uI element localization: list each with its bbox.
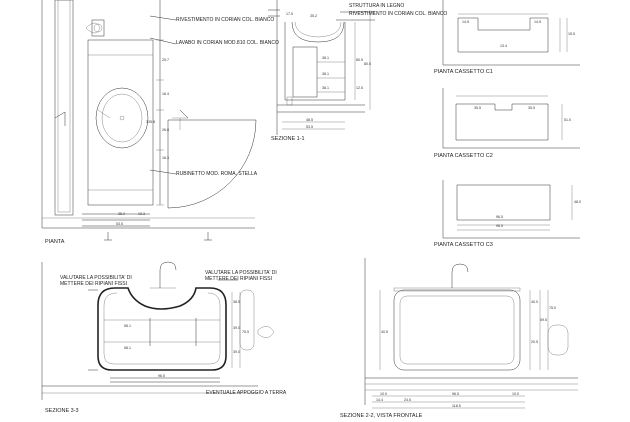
label-valutare-left-2: METTERE DEI RIPIANI FISSI	[60, 281, 127, 287]
dim-sez33-right-2: 39.0	[233, 326, 240, 330]
dim-pianta-right-4: 26.8	[162, 128, 169, 132]
title-sezione-3-3: SEZIONE 3-3	[45, 408, 79, 414]
dim-sez11-bottom-2: 53.5	[306, 125, 313, 129]
dim-pianta-right-2: 16.4	[162, 92, 169, 96]
dim-sez33-inner-3: 96.5	[158, 374, 165, 378]
dim-sez11-top-1: 17.5	[286, 12, 293, 16]
dim-sez11-bottom-1: 48.5	[306, 118, 313, 122]
sezione-2-2-view	[364, 258, 578, 409]
title-sezione-1-1: SEZIONE 1-1	[271, 136, 305, 142]
dim-sez11-inner-3: 38.1	[322, 86, 329, 90]
sezione-1-1-view	[268, 0, 375, 135]
dim-c2-1: 35.5	[474, 106, 481, 110]
dim-c1-4: 15.5	[568, 32, 575, 36]
dim-sez11-inner-2: 38.1	[322, 72, 329, 76]
dim-sez22-right-1: 40.0	[531, 300, 538, 304]
dim-sez11-inner-1: 38.1	[322, 56, 329, 60]
label-struttura: STRUTTURA IN LEGNO	[349, 3, 405, 9]
label-valutare-right-1: VALUTARE LA POSSIBILITA' DI	[205, 270, 277, 276]
pianta-cassetto-c3-view	[442, 180, 580, 239]
dim-pianta-bottom-3: 53.5	[116, 222, 123, 226]
dim-sez33-right-3: 39.0	[233, 350, 240, 354]
label-rivestimento-top: RIVESTIMENTO IN CORIAN COL. BIANCO	[176, 17, 275, 23]
pianta-view	[41, 0, 257, 241]
dim-sez11-right-1: 80.5	[356, 58, 363, 62]
dim-sez11-top-2: 35.2	[310, 14, 317, 18]
dim-c3-2: 96.5	[496, 224, 503, 228]
label-valutare-left-1: VALUTARE LA POSSIBILITA' DI	[60, 275, 132, 281]
dim-c2-3: 51.0	[564, 118, 571, 122]
dim-c2-2: 35.5	[528, 106, 535, 110]
dim-c1-3: 13.4	[500, 44, 507, 48]
title-pianta-cassetto-c1: PIANTA CASSETTO C1	[434, 69, 493, 75]
dim-sez22-bottom-6: 118.5	[452, 404, 461, 408]
dim-sez33-inner-2: 58.1	[124, 346, 131, 350]
label-lavabo: LAVABO IN CORIAN MOD.810 COL. BIANCO	[176, 40, 279, 46]
dim-sez22-bottom-1: 10.0	[380, 392, 387, 396]
title-pianta-cassetto-c2: PIANTA CASSETTO C2	[434, 153, 493, 159]
label-valutare-right-2: METTERE DEI RIPIANI FISSI	[205, 276, 272, 282]
dim-sez11-right-2: 12.5	[356, 86, 363, 90]
dim-pianta-right-1: 25.7	[162, 58, 169, 62]
dim-sez22-bottom-3: 10.0	[512, 392, 519, 396]
dim-sez11-right-3: 80.5	[364, 62, 371, 66]
title-sezione-2-2: SEZIONE 2-2, VISTA FRONTALE	[340, 413, 423, 419]
title-pianta: PIANTA	[45, 239, 65, 245]
dim-pianta-right-5: 16.3	[162, 156, 169, 160]
dim-sez22-right-3: 59.5	[540, 318, 547, 322]
dim-c1-1: 14.5	[462, 20, 469, 24]
sezione-3-3-view	[41, 261, 258, 400]
dim-sez22-left-1: 40.5	[381, 330, 388, 334]
label-rubinetto: RUBINETTO MOD. ROMA, STELLA	[176, 171, 258, 177]
dim-sez22-right-4: 75.0	[549, 306, 556, 310]
pianta-cassetto-c2-view	[442, 88, 580, 149]
dim-sez33-right-4: 75.5	[242, 330, 249, 334]
dim-pianta-bottom-2: 10.3	[138, 212, 145, 216]
label-eventuale-appoggio: EVENTUALE APPOGGIO A TERRA	[206, 390, 287, 396]
title-pianta-cassetto-c3: PIANTA CASSETTO C3	[434, 242, 493, 248]
dim-sez33-inner-1: 58.1	[124, 324, 131, 328]
dim-c3-3: 48.0	[574, 200, 581, 204]
pianta-cassetto-c1-view	[442, 0, 580, 66]
dim-pianta-bottom-1: 35.2	[118, 212, 125, 216]
dim-sez22-bottom-5: 24.5	[404, 398, 411, 402]
dim-sez33-right-1: 38.5	[233, 300, 240, 304]
dim-sez22-right-2: 20.5	[531, 340, 538, 344]
dim-pianta-right-3: 135.8	[146, 120, 155, 124]
dim-c3-1: 96.5	[496, 215, 503, 219]
label-rivestimento-side: RIVESTIMENTO IN CORIAN COL. BIANCO	[349, 11, 448, 17]
dim-sez22-bottom-4: 14.4	[376, 398, 383, 402]
dim-c1-2: 14.5	[534, 20, 541, 24]
dim-sez22-bottom-2: 96.5	[452, 392, 459, 396]
